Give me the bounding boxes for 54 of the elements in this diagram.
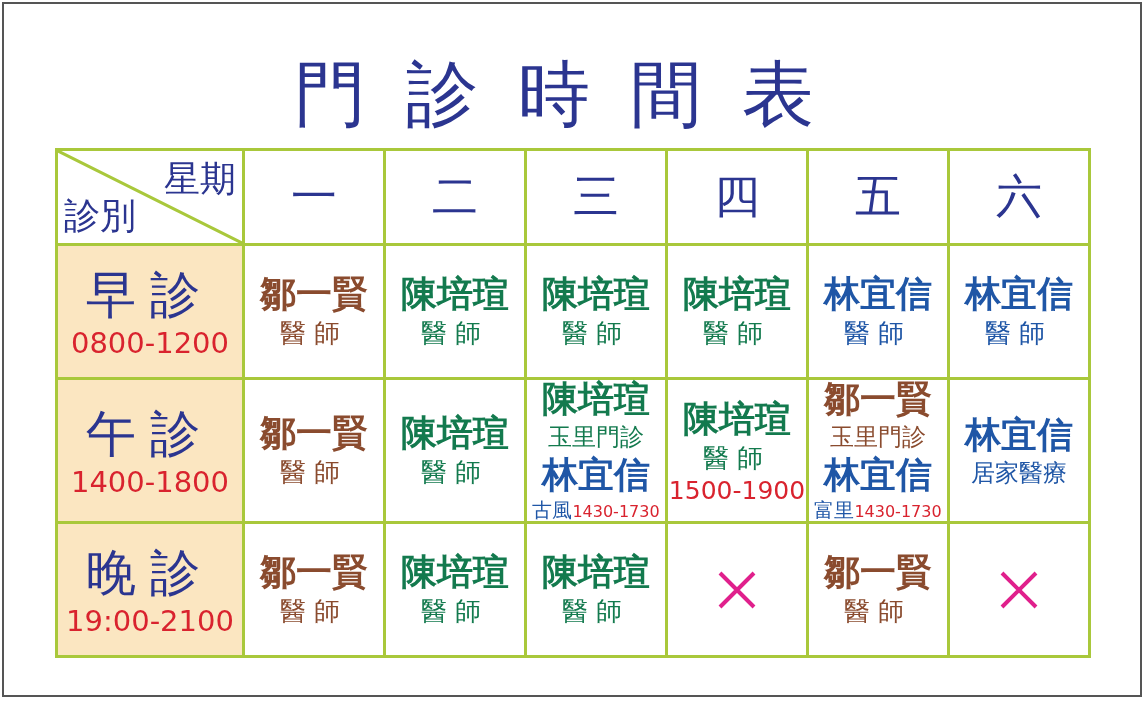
doctor-title: 醫師 [280,317,348,350]
doctor-name: 鄒一賢 [824,550,932,594]
doctor-title: 醫師 [844,595,912,628]
clinic-type: 居家醫療 [971,457,1067,489]
day-heading: 四 [714,168,760,225]
doctor-title: 醫師 [421,317,489,350]
doctor-name: 林宜信 [965,272,1073,316]
doctor-title: 醫師 [562,595,630,628]
row-axis-label: 診別 [64,194,136,238]
doctor-title: 醫師 [562,317,630,350]
session-name: 晚診 [86,542,214,604]
clinic-location: 富里 [814,498,855,522]
session-name: 早診 [86,264,214,326]
day-heading: 三 [573,168,619,225]
doctor-name: 鄒一賢 [824,377,932,421]
doctor-title: 醫師 [985,317,1053,350]
clinic-hours: 1500-1900 [668,475,806,505]
day-heading: 五 [855,168,901,225]
title: 門診時間表 [293,52,855,136]
doctor-name: 陳培瑄 [542,377,650,421]
doctor-name: 鄒一賢 [260,550,368,594]
clinic-location: 玉里門診 [548,422,644,453]
doctor-name: 林宜信 [542,453,650,497]
doctor-name: 陳培瑄 [401,272,509,316]
doctor-name: 鄒一賢 [260,272,368,316]
doctor-name: 鄒一賢 [260,411,368,455]
doctor-title: 醫師 [703,317,771,350]
session-name: 午診 [86,403,214,465]
clinic-hours: 1430-1730 [572,502,660,521]
doctor-name: 陳培瑄 [683,272,791,316]
day-heading: 一 [291,168,337,225]
doctor-title: 醫師 [280,595,348,628]
doctor-title: 醫師 [421,595,489,628]
clinic-hours: 1430-1730 [854,502,942,521]
doctor-name: 陳培瑄 [401,550,509,594]
doctor-name: 林宜信 [824,453,932,497]
doctor-title: 醫師 [703,441,771,475]
session-hours: 0800-1200 [70,325,230,360]
doctor-name: 林宜信 [965,412,1073,457]
doctor-title: 醫師 [844,317,912,350]
day-heading: 六 [996,168,1042,225]
doctor-title: 醫師 [280,456,348,489]
column-axis-label: 星期 [164,157,236,201]
doctor-title: 醫師 [421,456,489,489]
session-hours: 19:00-2100 [66,603,234,638]
clinic-location: 古風 [532,498,573,522]
doctor-name: 陳培瑄 [542,550,650,594]
day-heading: 二 [432,168,478,225]
doctor-name: 陳培瑄 [401,411,509,455]
clinic-location: 玉里門診 [830,422,926,453]
doctor-name: 陳培瑄 [683,396,791,441]
doctor-name: 林宜信 [824,272,932,316]
doctor-name: 陳培瑄 [542,272,650,316]
session-hours: 1400-1800 [70,464,230,499]
